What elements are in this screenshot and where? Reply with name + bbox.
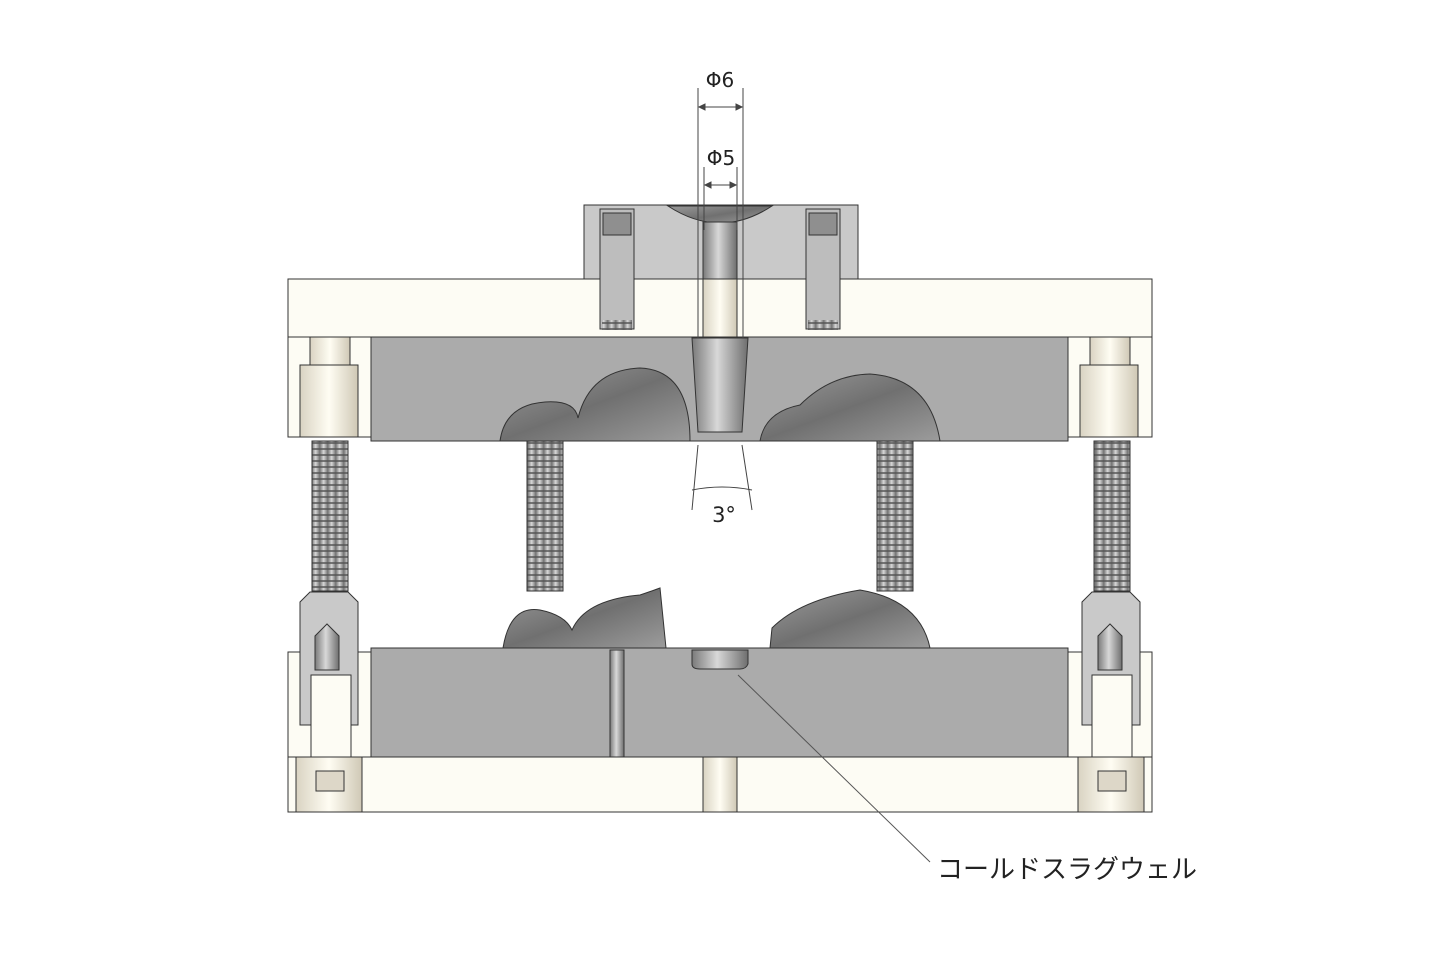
cavity-right: [759, 373, 941, 442]
dimension-phi5: [703, 167, 738, 230]
lower-side-block-left: [287, 591, 372, 786]
guide-bolt-inner-right: [876, 440, 914, 592]
phi6-label: Φ6: [706, 68, 734, 92]
upper-cavity-plate: [370, 336, 1069, 442]
dimension-phi6: [697, 88, 744, 338]
cold-slug-well-label: コールドスラグウェル: [937, 855, 1197, 885]
dimension-draft-angle: [691, 444, 753, 511]
ejector-pin: [609, 649, 625, 758]
lower-side-block-right: [1067, 591, 1153, 786]
cavity-left: [499, 367, 691, 442]
core-left: [502, 587, 667, 649]
guide-bolt-left: [311, 440, 349, 592]
clamp-screw-right: [805, 208, 841, 330]
upper-side-block-left: [287, 336, 372, 438]
bottom-clamp-plate: [287, 756, 1153, 813]
draft-angle-label: 3°: [712, 503, 736, 527]
guide-bolt-right: [1093, 440, 1131, 592]
lower-cavity-plate: [370, 587, 1069, 758]
clamp-screw-left: [599, 208, 635, 330]
phi5-label: Φ5: [707, 146, 735, 170]
core-right: [769, 589, 931, 649]
sprue-bushing: [702, 278, 738, 339]
sprue-channel: [691, 337, 749, 433]
callout-leader-line: [737, 674, 931, 863]
cold-slug-well: [691, 649, 749, 670]
upper-side-block-right: [1067, 336, 1153, 438]
sprue-upper: [702, 221, 738, 280]
guide-bolt-inner-left: [526, 440, 564, 592]
